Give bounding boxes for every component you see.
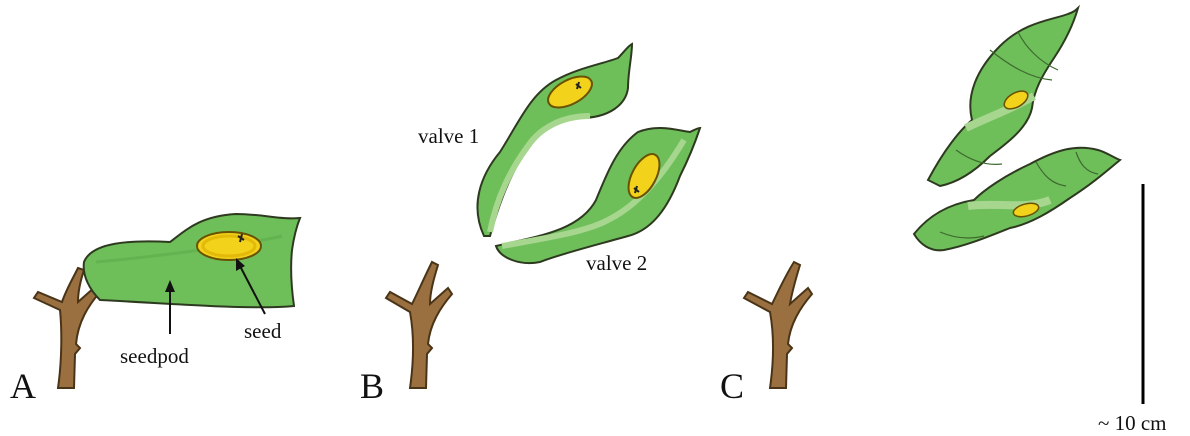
label-seedpod: seedpod xyxy=(120,344,189,368)
scale-bar: ~ 10 cm xyxy=(1098,184,1167,435)
seed-twisted-1 xyxy=(1003,90,1029,110)
panel-label-b: B xyxy=(360,366,384,406)
panel-a: seedpod seed A xyxy=(10,212,302,406)
twisted-valve-2 xyxy=(912,146,1123,252)
scale-label: ~ 10 cm xyxy=(1098,411,1167,435)
twisted-valve-1 xyxy=(926,4,1081,188)
label-valve-1: valve 1 xyxy=(418,124,479,148)
panel-label-a: A xyxy=(10,366,36,406)
seed-valve-1 xyxy=(547,75,593,109)
label-seed: seed xyxy=(244,319,282,343)
seed-arrow xyxy=(239,265,266,315)
panel-b: valve 1 valve 2 B xyxy=(360,42,702,406)
stem-c xyxy=(742,260,814,389)
label-valve-2: valve 2 xyxy=(586,251,647,275)
stem-b xyxy=(384,260,454,389)
seed-twisted-2 xyxy=(1012,202,1040,218)
panel-label-c: C xyxy=(720,366,744,406)
panel-c: C xyxy=(720,4,1123,406)
